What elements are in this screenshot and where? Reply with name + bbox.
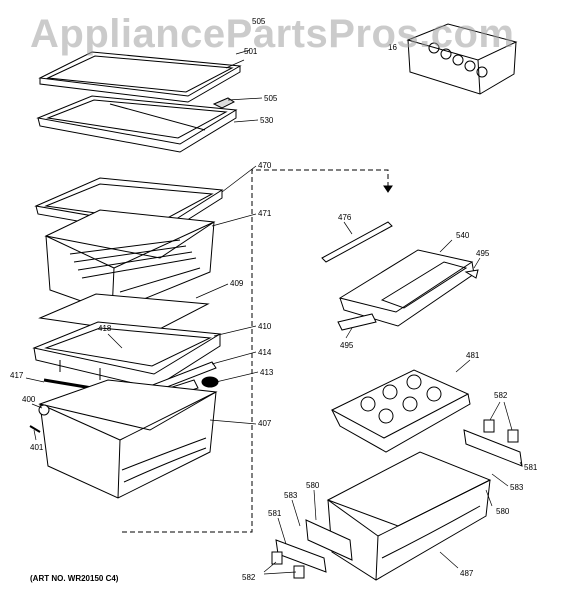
callout-581-a: 581 [524,463,538,472]
callout-530: 530 [260,116,274,125]
callout-labels: 505 501 505 530 470 471 409 418 410 414 … [10,17,538,582]
screw-401 [29,425,41,433]
crisper-pan-471 [44,209,216,313]
bracket-582-b [507,429,519,443]
callout-581-b: 581 [268,509,282,518]
callout-418: 418 [98,324,112,333]
callout-583-b: 583 [284,491,298,500]
callout-481: 481 [466,351,480,360]
callout-505: 505 [264,94,278,103]
bracket-582-c [271,551,283,565]
tray-540 [338,249,479,327]
slide-581-left [275,539,327,573]
callout-580-b: 580 [306,481,320,490]
egg-tray-481 [330,369,471,453]
assembly-connector [122,169,389,533]
callout-505-top: 505 [252,17,266,26]
glass-shelf-501 [38,51,242,103]
cap-400 [38,404,50,416]
callout-470: 470 [258,161,272,170]
callout-414: 414 [258,348,272,357]
callout-583-a: 583 [510,483,524,492]
callout-501: 501 [244,47,258,56]
callout-401: 401 [30,443,44,452]
dairy-bin [406,23,518,95]
roller-413 [201,376,219,388]
rail-476 [321,221,393,263]
pan-drawer-407 [38,379,218,499]
callout-410: 410 [258,322,272,331]
callout-582-b: 582 [242,573,256,582]
callout-400: 400 [22,395,36,404]
callout-582-a: 582 [494,391,508,400]
callout-417: 417 [10,371,24,380]
callout-471: 471 [258,209,272,218]
clip-495 [337,313,377,331]
leader-lines [25,49,523,575]
rod-417 [43,378,93,390]
callout-580-a: 580 [496,507,510,516]
callout-487: 487 [460,569,474,578]
callout-16: 16 [388,43,397,52]
callout-413: 413 [260,368,274,377]
slide-580 [305,519,353,561]
callout-409: 409 [230,279,244,288]
drawer-frame-410 [32,321,222,389]
watermark-text: AppliancePartsPros.com [30,12,515,56]
snack-drawer-487 [326,451,492,581]
callout-495-b: 495 [340,341,354,350]
callout-407: 407 [258,419,272,428]
callout-540: 540 [456,231,470,240]
connector-arrow [383,185,393,193]
art-number: (ART NO. WR20150 C4) [30,574,119,583]
callout-476: 476 [338,213,352,222]
callout-495-a: 495 [476,249,490,258]
shelf-frame-530 [36,95,238,153]
bracket-582-a [483,419,495,433]
